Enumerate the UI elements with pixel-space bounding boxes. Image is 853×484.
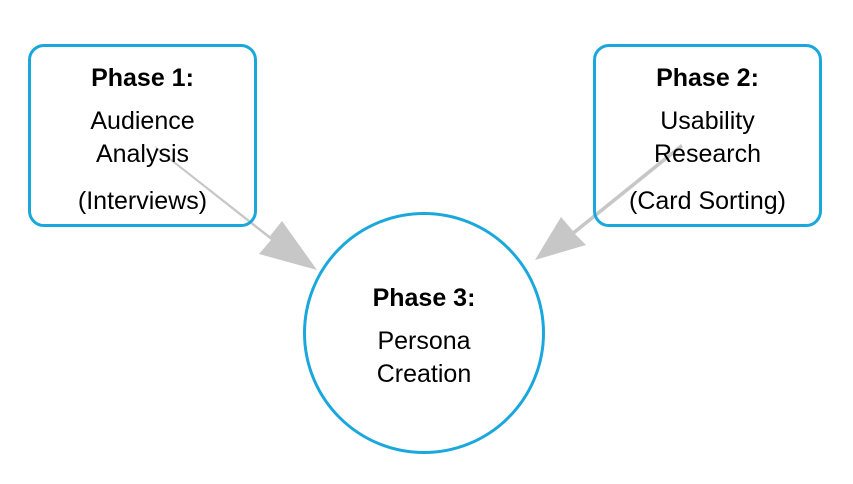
phase-3-description: Persona Creation: [306, 325, 542, 391]
phase-1-line-1: Audience: [90, 107, 195, 135]
phase-3-line-1: Persona: [377, 327, 471, 355]
phase-2-line-2: Research: [654, 140, 761, 168]
phase-1-description: Audience Analysis: [31, 105, 254, 171]
phase-1-title: Phase 1:: [91, 64, 194, 92]
phase-2-note: (Card Sorting): [629, 187, 786, 215]
phase-1-line-2: Analysis: [95, 140, 190, 168]
phase-3-circle: Phase 3: Persona Creation: [303, 212, 545, 454]
phase-1-box: Phase 1: Audience Analysis (Interviews): [28, 44, 257, 227]
arrow-phase1-to-phase3: [155, 146, 317, 270]
phase-2-description: Usability Research: [596, 105, 819, 171]
phase-2-title: Phase 2:: [656, 64, 759, 92]
phase-2-box: Phase 2: Usability Research (Card Sortin…: [593, 44, 822, 227]
arrow-phase2-to-phase3: [535, 144, 683, 260]
phase-3-line-2: Creation: [376, 360, 472, 388]
phase-1-note: (Interviews): [77, 187, 208, 215]
phase-2-line-1: Usability: [660, 107, 755, 135]
phase-3-title: Phase 3:: [372, 284, 476, 312]
